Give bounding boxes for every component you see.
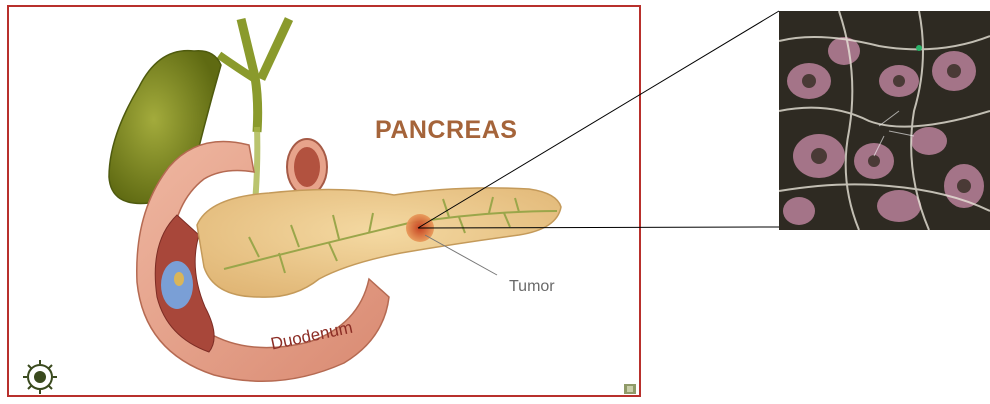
tumor-micrograph [779, 11, 990, 230]
callout-line-bottom [418, 227, 779, 228]
callout-line-top [418, 11, 779, 228]
